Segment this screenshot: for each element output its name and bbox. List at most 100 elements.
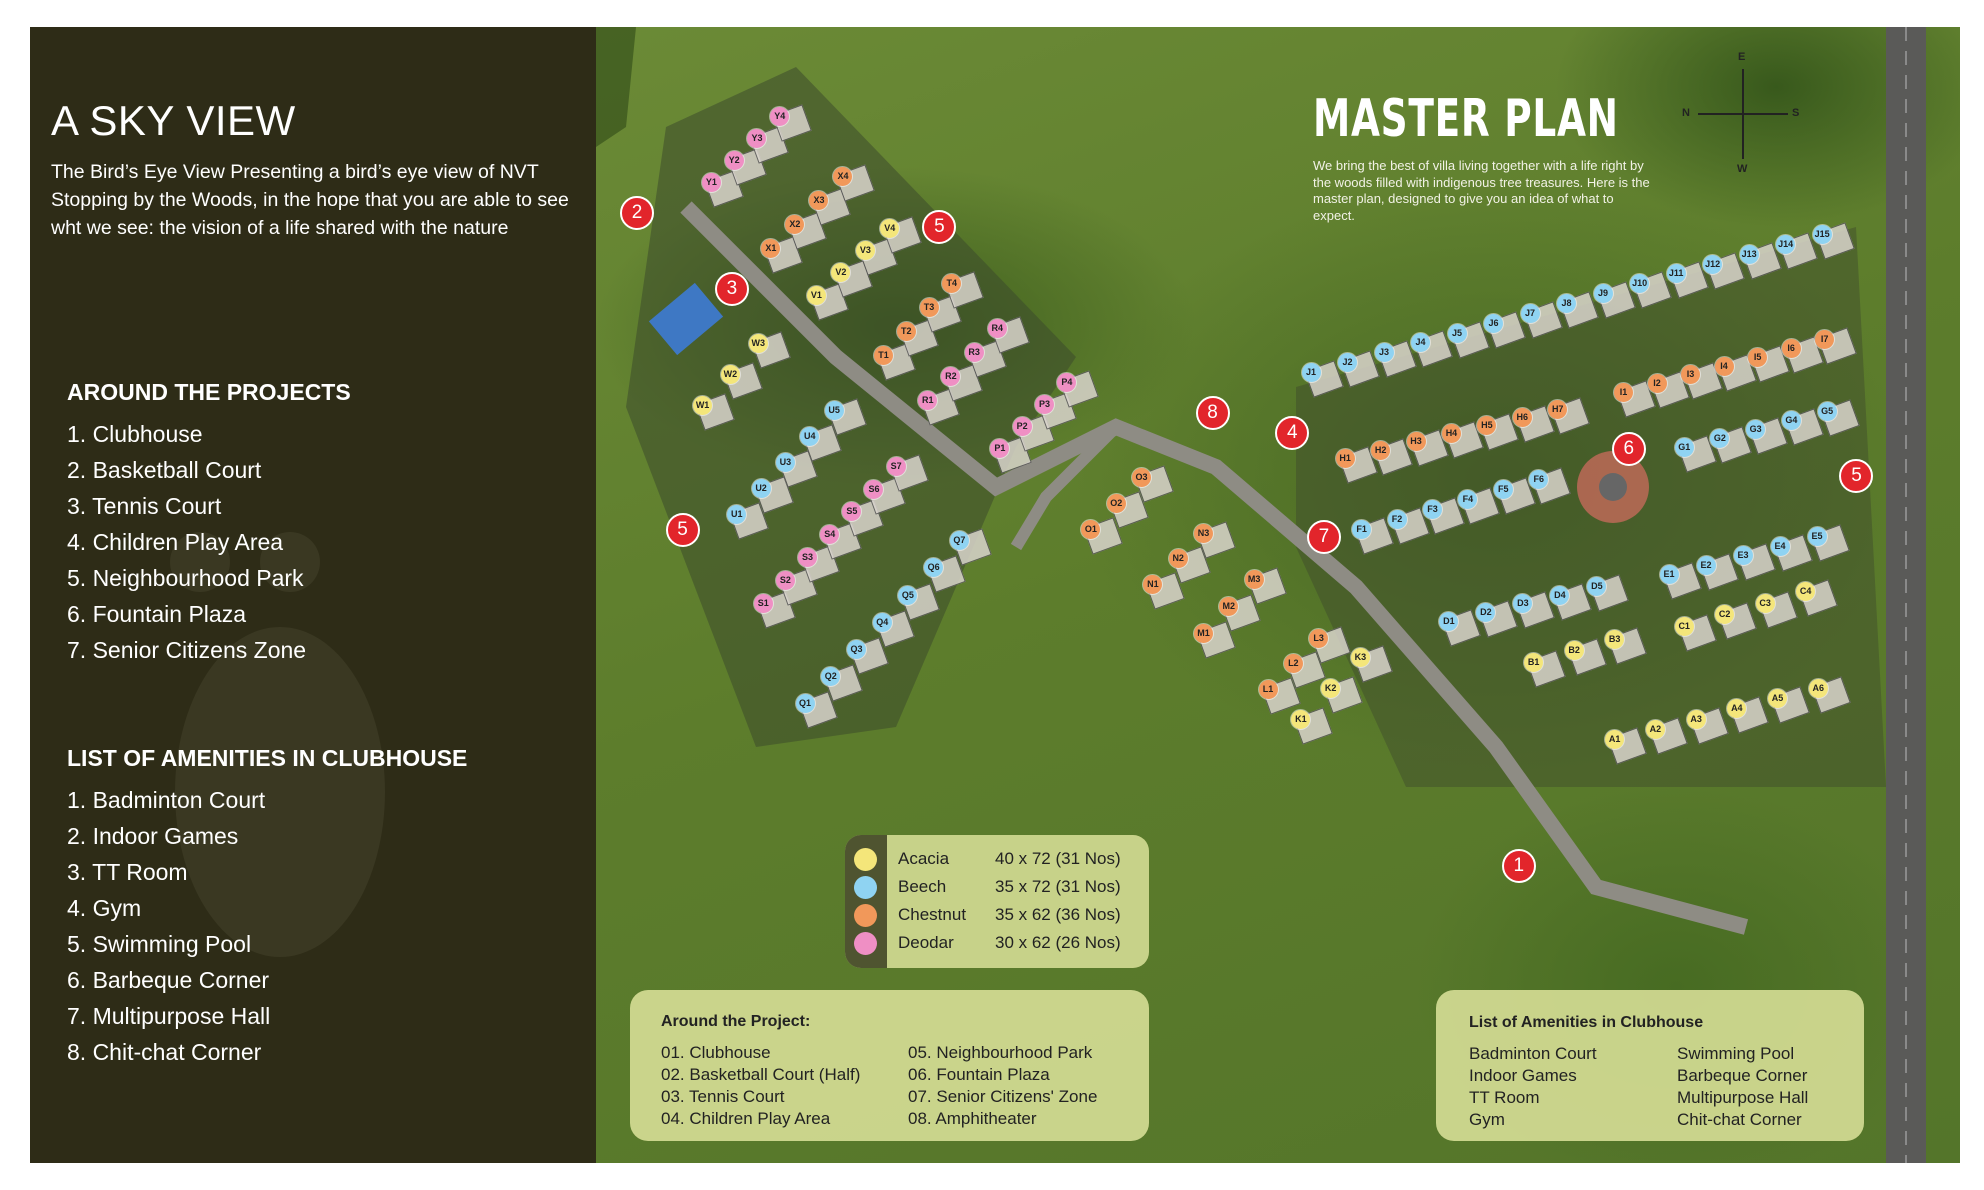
amenity-marker-2[interactable]: 2 <box>620 196 655 231</box>
lot-label-m3[interactable]: M3 <box>1244 570 1264 590</box>
lot-label-x1[interactable]: X1 <box>761 238 781 258</box>
lot-label-l1[interactable]: L1 <box>1258 680 1278 700</box>
lot-label-j4[interactable]: J4 <box>1411 333 1431 353</box>
lot-label-s6[interactable]: S6 <box>864 479 884 499</box>
lot-label-d4[interactable]: D4 <box>1550 585 1570 605</box>
lot-label-j6[interactable]: J6 <box>1484 313 1504 333</box>
lot-label-j3[interactable]: J3 <box>1374 343 1394 363</box>
lot-label-l2[interactable]: L2 <box>1283 654 1303 674</box>
lot-label-o3[interactable]: O3 <box>1132 467 1152 487</box>
lot-label-j8[interactable]: J8 <box>1557 293 1577 313</box>
lot-label-s2[interactable]: S2 <box>775 571 795 591</box>
lot-label-q1[interactable]: Q1 <box>795 694 815 714</box>
lot-label-s1[interactable]: S1 <box>753 594 773 614</box>
lot-label-v2[interactable]: V2 <box>831 263 851 283</box>
lot-label-b1[interactable]: B1 <box>1524 652 1544 672</box>
lot-label-h3[interactable]: H3 <box>1406 432 1426 452</box>
lot-label-j14[interactable]: J14 <box>1776 234 1796 254</box>
lot-label-j5[interactable]: J5 <box>1447 323 1467 343</box>
lot-label-i4[interactable]: I4 <box>1714 356 1734 376</box>
lot-label-n2[interactable]: N2 <box>1168 549 1188 569</box>
lot-label-a5[interactable]: A5 <box>1768 689 1788 709</box>
lot-label-p4[interactable]: P4 <box>1057 373 1077 393</box>
lot-label-g5[interactable]: G5 <box>1817 402 1837 422</box>
lot-label-s5[interactable]: S5 <box>842 502 862 522</box>
lot-label-c1[interactable]: C1 <box>1674 617 1694 637</box>
lot-label-h4[interactable]: H4 <box>1441 424 1461 444</box>
lot-label-w3[interactable]: W3 <box>748 333 768 353</box>
lot-label-n1[interactable]: N1 <box>1143 575 1163 595</box>
amenity-marker-3[interactable]: 3 <box>714 272 749 307</box>
lot-label-p3[interactable]: P3 <box>1035 394 1055 414</box>
lot-label-i3[interactable]: I3 <box>1681 365 1701 385</box>
lot-label-p2[interactable]: P2 <box>1012 416 1032 436</box>
lot-label-k3[interactable]: K3 <box>1350 647 1370 667</box>
lot-label-q6[interactable]: Q6 <box>924 558 944 578</box>
amenity-marker-4[interactable]: 4 <box>1275 416 1310 451</box>
lot-label-l3[interactable]: L3 <box>1309 628 1329 648</box>
lot-label-c3[interactable]: C3 <box>1755 593 1775 613</box>
amenity-marker-1[interactable]: 1 <box>1501 848 1536 883</box>
lot-label-f5[interactable]: F5 <box>1493 480 1513 500</box>
lot-label-u3[interactable]: U3 <box>775 452 795 472</box>
lot-label-f1[interactable]: F1 <box>1352 519 1372 539</box>
lot-label-i2[interactable]: I2 <box>1647 374 1667 394</box>
lot-label-y1[interactable]: Y1 <box>701 173 721 193</box>
lot-label-t3[interactable]: T3 <box>919 298 939 318</box>
lot-label-a1[interactable]: A1 <box>1605 729 1625 749</box>
lot-label-e3[interactable]: E3 <box>1733 546 1753 566</box>
lot-label-g3[interactable]: G3 <box>1746 419 1766 439</box>
lot-label-h1[interactable]: H1 <box>1335 448 1355 468</box>
lot-label-g4[interactable]: G4 <box>1781 410 1801 430</box>
lot-label-j10[interactable]: J10 <box>1630 274 1650 294</box>
lot-label-c2[interactable]: C2 <box>1715 605 1735 625</box>
lot-label-b2[interactable]: B2 <box>1564 641 1584 661</box>
lot-label-i1[interactable]: I1 <box>1613 383 1633 403</box>
lot-label-j1[interactable]: J1 <box>1301 362 1321 382</box>
lot-label-s3[interactable]: S3 <box>798 548 818 568</box>
lot-label-j7[interactable]: J7 <box>1520 303 1540 323</box>
lot-label-f2[interactable]: F2 <box>1387 509 1407 529</box>
lot-label-d5[interactable]: D5 <box>1587 576 1607 596</box>
lot-label-j13[interactable]: J13 <box>1739 244 1759 264</box>
lot-label-a4[interactable]: A4 <box>1727 699 1747 719</box>
lot-label-d3[interactable]: D3 <box>1513 594 1533 614</box>
lot-label-i6[interactable]: I6 <box>1781 338 1801 358</box>
lot-label-u1[interactable]: U1 <box>727 504 747 524</box>
lot-label-w1[interactable]: W1 <box>693 395 713 415</box>
lot-label-y3[interactable]: Y3 <box>747 129 767 149</box>
lot-label-j2[interactable]: J2 <box>1338 353 1358 373</box>
lot-label-j11[interactable]: J11 <box>1666 264 1686 284</box>
lot-label-a2[interactable]: A2 <box>1645 719 1665 739</box>
lot-label-u4[interactable]: U4 <box>800 426 820 446</box>
lot-label-a6[interactable]: A6 <box>1808 679 1828 699</box>
lot-label-s7[interactable]: S7 <box>886 456 906 476</box>
lot-label-n3[interactable]: N3 <box>1194 523 1213 543</box>
lot-label-c4[interactable]: C4 <box>1796 581 1816 601</box>
lot-label-j9[interactable]: J9 <box>1593 284 1613 304</box>
lot-label-q2[interactable]: Q2 <box>821 667 841 687</box>
lot-label-y4[interactable]: Y4 <box>770 107 790 127</box>
lot-label-j12[interactable]: J12 <box>1703 254 1723 274</box>
lot-label-f4[interactable]: F4 <box>1458 490 1478 510</box>
amenity-marker-8[interactable]: 8 <box>1195 396 1230 431</box>
lot-label-u5[interactable]: U5 <box>824 400 844 420</box>
lot-label-s4[interactable]: S4 <box>820 525 840 545</box>
lot-label-f3[interactable]: F3 <box>1422 500 1442 520</box>
lot-label-o2[interactable]: O2 <box>1106 493 1126 513</box>
lot-label-m2[interactable]: M2 <box>1219 596 1239 616</box>
lot-label-v4[interactable]: V4 <box>880 218 900 238</box>
lot-label-e1[interactable]: E1 <box>1659 565 1679 585</box>
lot-label-p1[interactable]: P1 <box>990 438 1010 458</box>
lot-label-g1[interactable]: G1 <box>1674 437 1694 457</box>
lot-label-h7[interactable]: H7 <box>1548 399 1568 419</box>
lot-label-h5[interactable]: H5 <box>1477 416 1497 436</box>
lot-label-j15[interactable]: J15 <box>1812 225 1832 245</box>
lot-label-i5[interactable]: I5 <box>1748 347 1768 367</box>
lot-label-x3[interactable]: X3 <box>809 190 829 210</box>
lot-label-g2[interactable]: G2 <box>1710 428 1730 448</box>
lot-label-t4[interactable]: T4 <box>942 274 962 294</box>
lot-label-r4[interactable]: R4 <box>987 318 1007 338</box>
lot-label-r2[interactable]: R2 <box>941 366 961 386</box>
lot-label-v3[interactable]: V3 <box>855 241 875 261</box>
